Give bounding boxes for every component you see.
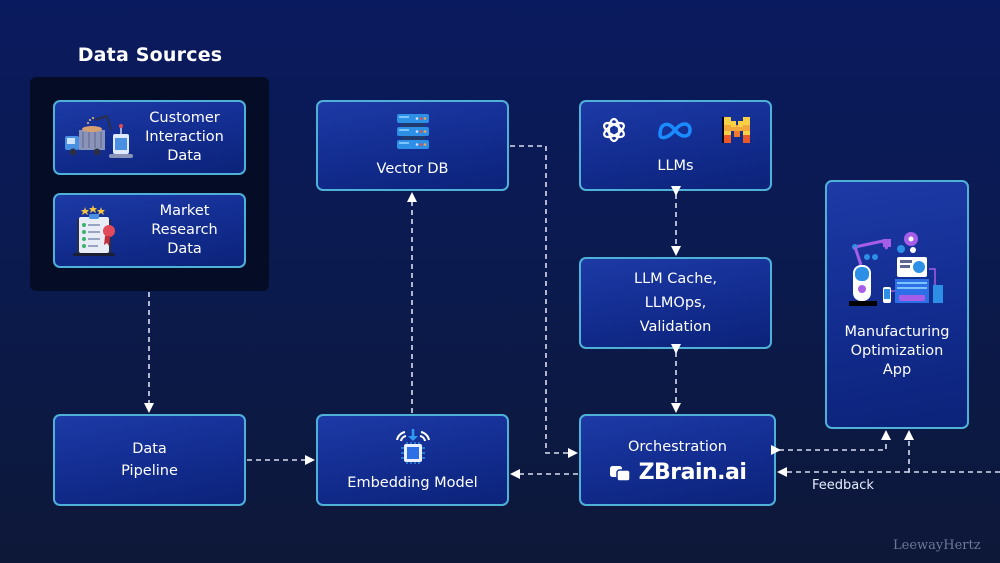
node-orchestration[interactable]: Orchestration ZBrain.ai	[579, 414, 776, 506]
node-label: LLM Cache, LLMOps, Validation	[634, 271, 717, 335]
edge-orchestration-to-app	[771, 430, 891, 455]
node-label: Customer Interaction Data	[145, 110, 224, 164]
watermark: LeewayHertz	[893, 538, 981, 553]
openai-logo-icon	[602, 117, 625, 143]
data-sources-title: Data Sources	[77, 44, 223, 66]
node-vector-db[interactable]: Vector DB	[316, 100, 509, 191]
mistral-logo-icon	[721, 117, 750, 143]
clipboard-checklist-icon	[73, 204, 115, 256]
node-label: LLMs	[657, 158, 694, 174]
truck-loading-icon	[65, 114, 133, 158]
robot-arm-factory-icon	[849, 232, 943, 306]
server-stack-icon	[396, 114, 429, 149]
chip-download-icon	[395, 428, 430, 464]
node-embedding-model[interactable]: Embedding Model	[316, 414, 509, 506]
zbrain-brand-text: ZBrain.ai	[638, 460, 747, 485]
edge-vectordb-to-orchestration	[510, 145, 578, 458]
meta-logo-icon	[657, 122, 692, 140]
zbrain-logo: ZBrain.ai	[609, 460, 747, 485]
edge-app-feedback	[904, 430, 1000, 473]
node-label: Manufacturing Optimization App	[844, 324, 950, 378]
node-label: Orchestration	[627, 439, 727, 455]
node-label: Market Research Data	[151, 203, 218, 257]
node-llm-cache-llmops-validation[interactable]: LLM Cache, LLMOps, Validation	[579, 257, 772, 349]
node-customer-interaction-data[interactable]: Customer Interaction Data	[53, 100, 246, 175]
zbrain-logo-icon	[609, 465, 631, 482]
node-manufacturing-optimization-app[interactable]: Manufacturing Optimization App	[825, 180, 969, 429]
node-market-research-data[interactable]: Market Research Data	[53, 193, 246, 268]
node-label: Data Pipeline	[121, 441, 178, 479]
node-label: Vector DB	[376, 161, 449, 177]
node-label: Embedding Model	[347, 474, 478, 491]
node-llms[interactable]: LLMs	[579, 100, 772, 191]
node-data-pipeline[interactable]: Data Pipeline	[53, 414, 246, 506]
feedback-label: Feedback	[812, 478, 874, 493]
